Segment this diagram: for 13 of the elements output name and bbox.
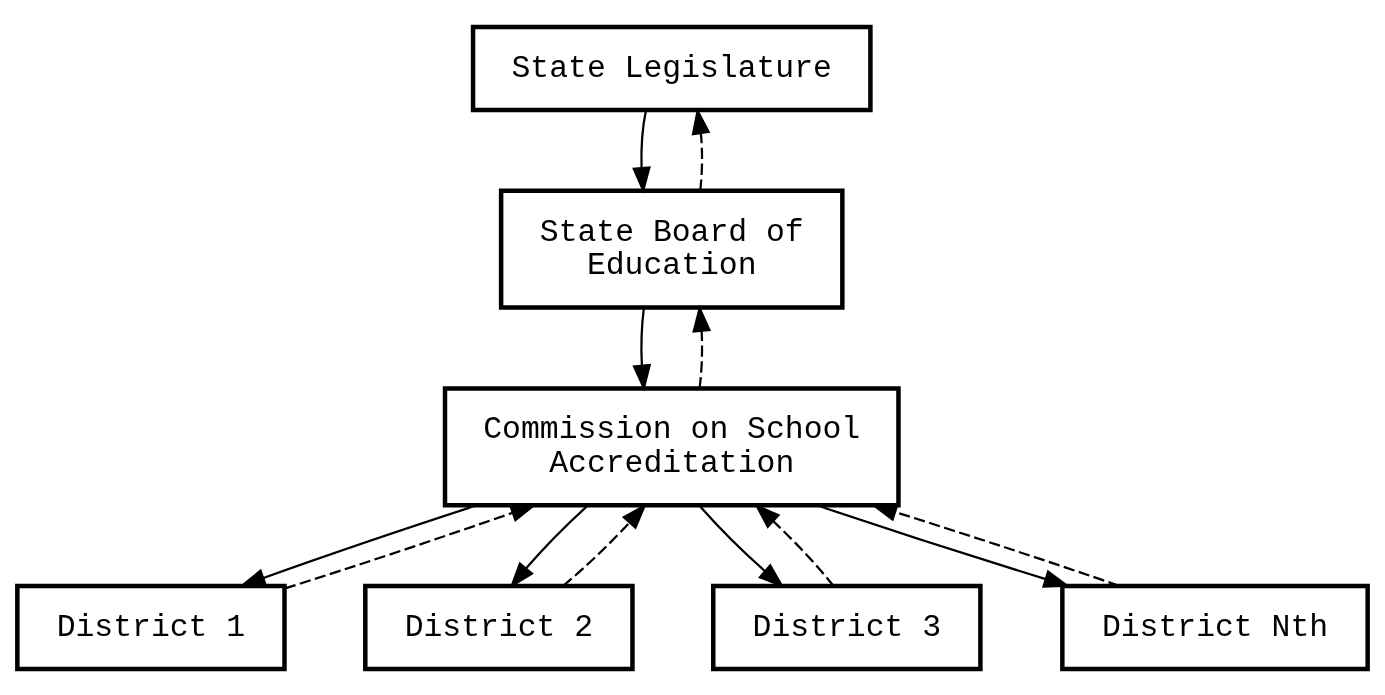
arrow [691,106,711,191]
arrow [692,304,712,388]
node-box: State Board of Education [498,188,845,310]
node-box: District 1 [15,583,287,671]
node-box: State Legislature [470,24,873,112]
arrow [632,110,651,194]
node-box: District Nth [1060,583,1370,671]
node-box: District 3 [711,583,983,671]
node-box: District 2 [363,583,635,671]
arrow [698,504,785,588]
arrow [509,504,589,589]
node-box: Commission on School Accreditation [442,385,901,507]
arrow [632,307,652,391]
